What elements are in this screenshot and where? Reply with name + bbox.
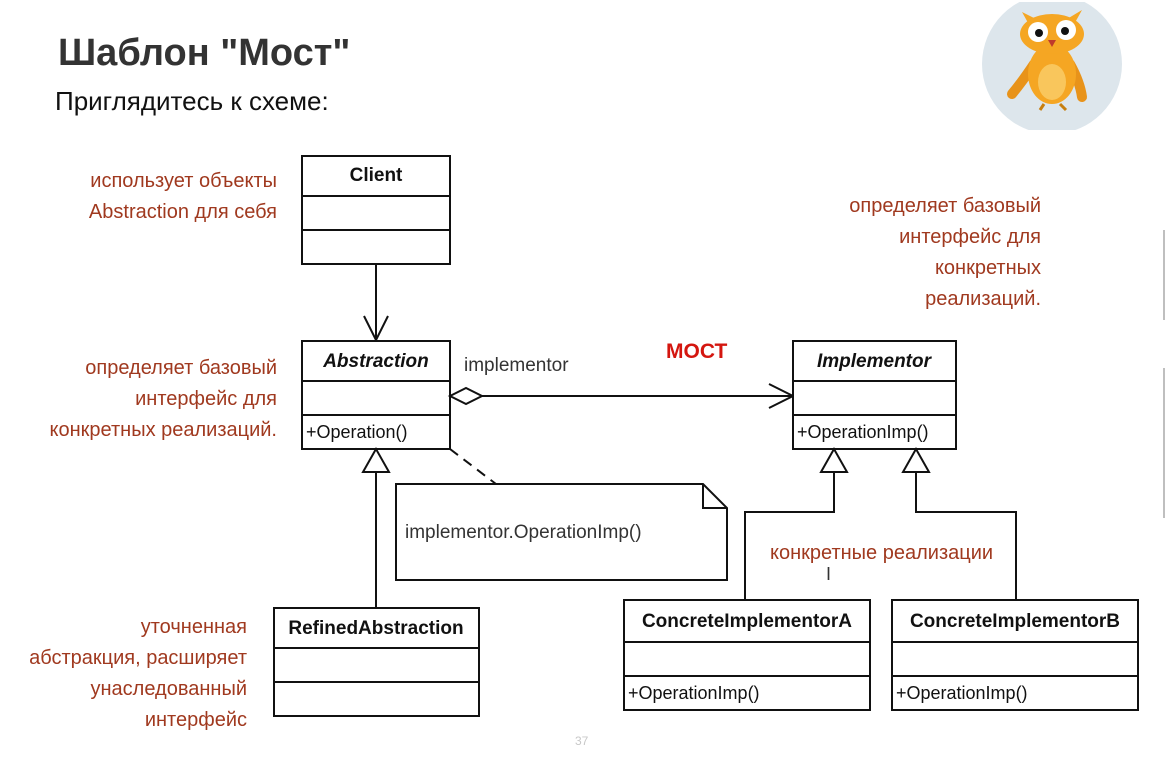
abstraction-operation: +Operation() xyxy=(306,422,408,442)
edge-divider xyxy=(1163,368,1165,518)
text-cursor-icon: I xyxy=(826,564,831,584)
concrete-b-class-name: ConcreteImplementorB xyxy=(910,611,1120,632)
implementor-operation: +OperationImp() xyxy=(797,422,929,442)
association-label: implementor xyxy=(464,355,569,376)
owl-mascot-icon xyxy=(982,2,1122,130)
refined-abstraction-class-name: RefinedAbstraction xyxy=(288,618,463,639)
client-class-name: Client xyxy=(350,165,403,186)
bridge-label: МОСТ xyxy=(666,340,728,363)
implementor-note: определяет базовый интерфейс для конкрет… xyxy=(849,195,1041,310)
concrete-implementations-note: конкретные реализации xyxy=(770,542,994,564)
refined-abstraction-note: уточненная абстракция, расширяет унаслед… xyxy=(29,616,247,731)
abstraction-class-name: Abstraction xyxy=(322,351,429,372)
note-text: implementor.OperationImp() xyxy=(405,522,642,543)
slide-subtitle: Приглядитесь к схеме: xyxy=(55,86,329,116)
concrete-b-operation: +OperationImp() xyxy=(896,683,1028,703)
client-note: использует объекты Abstraction для себя xyxy=(88,170,277,223)
slide-title: Шаблон "Мост" xyxy=(58,32,351,74)
page-number: 37 xyxy=(575,734,589,748)
concrete-a-operation: +OperationImp() xyxy=(628,683,760,703)
edge-divider xyxy=(1163,230,1165,320)
concrete-a-class-name: ConcreteImplementorA xyxy=(642,611,852,632)
abstraction-note: определяет базовый интерфейс для конкрет… xyxy=(49,357,277,441)
implementor-class-name: Implementor xyxy=(817,351,933,372)
